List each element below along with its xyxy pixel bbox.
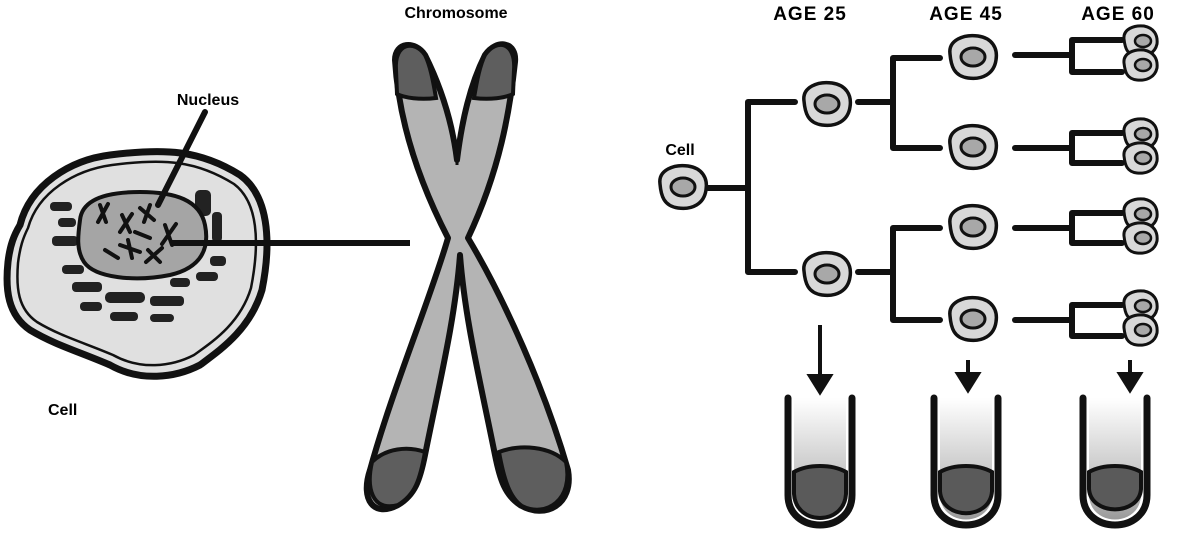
division-lines	[705, 37, 1125, 339]
age60-cell-2b	[1122, 141, 1159, 175]
cell-illustration	[3, 109, 410, 380]
age25-cell-bottom	[802, 250, 853, 298]
age60-cell-1b	[1122, 48, 1159, 82]
age45-cell-1	[948, 33, 999, 81]
telomere-tubes	[784, 394, 1151, 529]
age25-cell-top	[802, 80, 853, 128]
age60-cell-3b	[1122, 221, 1159, 255]
age45-tube-outline	[930, 394, 1002, 529]
age60-tube-outline	[1079, 394, 1151, 529]
nucleus-label: Nucleus	[177, 92, 239, 109]
organelles	[50, 190, 226, 322]
root-cell	[658, 163, 709, 211]
age-label-45: AGE 45	[929, 4, 1003, 25]
cell-label-left: Cell	[48, 402, 77, 419]
age-label-25: AGE 25	[773, 4, 847, 25]
age45-cell-4	[948, 295, 999, 343]
age60-cell-4b	[1122, 313, 1159, 347]
age25-telomere-cap	[792, 464, 848, 520]
chromosome-label: Chromosome	[404, 5, 507, 22]
age60-telomere-cap	[1087, 464, 1143, 512]
age45-cell-3	[948, 203, 999, 251]
chromosome-illustration	[363, 41, 572, 514]
age-label-60: AGE 60	[1081, 4, 1155, 25]
age25-tube-outline	[784, 394, 856, 529]
cell-label-right: Cell	[665, 142, 694, 159]
nucleus-chromosomes	[96, 202, 178, 264]
age45-telomere-cap	[938, 464, 994, 516]
arrows	[806, 325, 1144, 396]
age45-cell-2	[948, 123, 999, 171]
age-headers: AGE 25 AGE 45 AGE 60	[773, 4, 1155, 25]
